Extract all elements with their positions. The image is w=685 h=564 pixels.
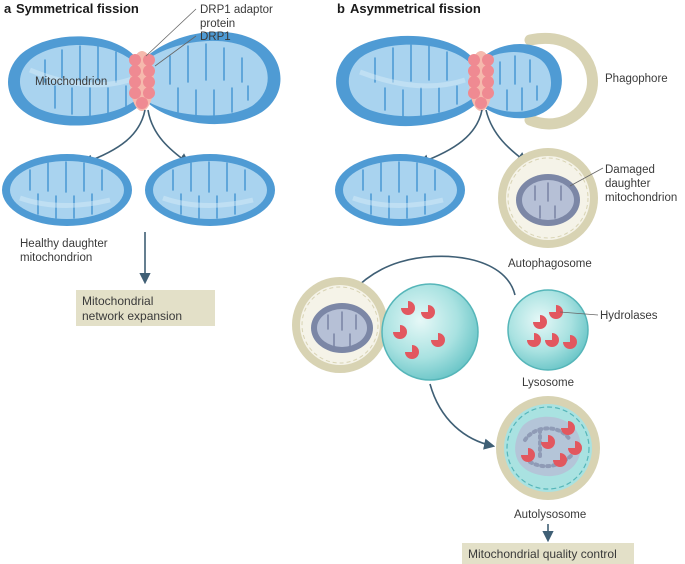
drp1-ring-a	[129, 51, 155, 111]
box-quality-control: Mitochondrial quality control	[462, 543, 634, 564]
label-damaged-2: daughter	[605, 178, 651, 190]
panel-a-title: Symmetrical fission	[16, 1, 139, 16]
adaptor-leader	[145, 8, 197, 57]
label-mitochondrion: Mitochondrion	[35, 76, 107, 88]
lysosome	[507, 289, 589, 371]
arrow-to-autolysosome	[429, 383, 496, 450]
healthy-daughter-right	[145, 154, 275, 226]
panel-a-letter: a	[4, 1, 12, 16]
box-network-expansion: Mitochondrial network expansion	[76, 290, 215, 326]
label-damaged-3: mitochondrion	[605, 192, 677, 204]
box-network-expansion-line2: network expansion	[82, 309, 182, 323]
label-drp1: DRP1	[200, 31, 231, 43]
label-healthy-daughter-2: mitochondrion	[20, 252, 92, 264]
panel-b-title: Asymmetrical fission	[350, 1, 481, 16]
label-drp1-adaptor-2: protein	[200, 18, 235, 30]
label-phagophore: Phagophore	[605, 73, 668, 85]
label-damaged-1: Damaged	[605, 164, 655, 176]
label-hydrolases: Hydrolases	[600, 310, 658, 322]
hydrolases-leader	[559, 311, 599, 316]
autophagosome	[498, 148, 598, 248]
label-autophagosome: Autophagosome	[508, 258, 592, 270]
box-quality-control-text: Mitochondrial quality control	[468, 547, 617, 561]
drp1-ring-b	[468, 51, 494, 111]
panel-b-letter: b	[337, 1, 345, 16]
mitochondrion-dividing-b	[336, 35, 562, 127]
label-healthy-daughter-1: Healthy daughter	[20, 238, 108, 250]
box-network-expansion-line1: Mitochondrial	[82, 294, 153, 308]
label-autolysosome: Autolysosome	[514, 509, 586, 521]
healthy-daughter-b	[335, 154, 465, 226]
drp1-leader	[154, 35, 197, 67]
damaged-leader	[569, 167, 604, 187]
phagophore	[524, 33, 598, 130]
label-lysosome: Lysosome	[522, 377, 574, 389]
healthy-daughter-left	[2, 154, 132, 226]
label-drp1-adaptor-1: DRP1 adaptor	[200, 4, 273, 16]
fusion-lysosome	[381, 283, 479, 381]
autolysosome	[496, 396, 600, 500]
arrow-to-fusion	[350, 255, 516, 296]
fusion-autophagosome	[292, 277, 388, 373]
